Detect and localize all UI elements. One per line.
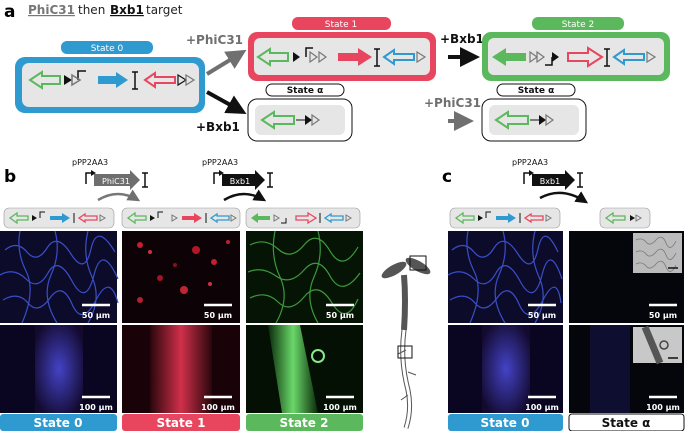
scalebar-label-6: 100 µm xyxy=(323,403,357,412)
scalebar-label-8: 50 µm xyxy=(649,311,677,320)
gfp-reverse-icon xyxy=(28,70,61,90)
state1-label: State 1 xyxy=(325,20,357,30)
promoter-label-3: pPP2AA3 xyxy=(512,158,548,167)
header-bxb1: Bxb1 xyxy=(110,3,144,17)
bxb1-arrow xyxy=(206,90,247,114)
phic31-gene-label: PhiC31 xyxy=(102,177,130,186)
state-alpha-label-1: State α xyxy=(287,86,324,96)
state0-bar-b xyxy=(0,414,117,431)
bxb1-gene-label-1: Bxb1 xyxy=(230,177,250,186)
state0-bar-label-c: State 0 xyxy=(481,416,530,430)
bxb1-arrow-label: +Bxb1 xyxy=(196,120,240,134)
state-alpha-box-1: State α xyxy=(247,83,353,142)
state0-bar-c xyxy=(448,414,563,431)
confocal-state2-b: 50 µm xyxy=(246,230,363,324)
state0-box: State 0 xyxy=(15,41,205,113)
scalebar-label-5: 100 µm xyxy=(201,403,235,412)
mini-construct-state2-b xyxy=(245,207,361,229)
state2-box: State 2 xyxy=(482,17,670,81)
scalebar-label-2: 50 µm xyxy=(204,311,232,320)
scalebar-label-3: 50 µm xyxy=(326,311,354,320)
state2-bar-b xyxy=(246,414,363,431)
header-phic31: PhiC31 xyxy=(28,3,75,17)
promoter-label-2: pPP2AA3 xyxy=(202,158,238,167)
header-target: target xyxy=(146,3,183,17)
scalebar-label-1: 50 µm xyxy=(82,311,110,320)
state1-bar-label-b: State 1 xyxy=(157,416,206,430)
bxb1-cassette-2: pPP2AA3 Bxb1 xyxy=(512,158,589,204)
phic31-arrow-label: +PhiC31 xyxy=(186,33,243,47)
state-alpha-box-2: State α xyxy=(481,83,587,142)
state1-bar-b xyxy=(122,414,240,431)
mini-construct-state1-b xyxy=(121,207,241,229)
confocal-state0-b: 50 µm xyxy=(0,230,119,324)
phic31-cassette: pPP2AA3 PhiC31 xyxy=(72,158,148,202)
bxb1-gene-label-2: Bxb1 xyxy=(540,177,560,186)
panel-label-b: b xyxy=(4,167,16,187)
confocal-state1-b: 50 µm xyxy=(122,231,240,323)
alpha-bar-c xyxy=(568,413,685,431)
state1-box: State 1 xyxy=(248,17,436,81)
phic31-arrow-label-2: +PhiC31 xyxy=(424,96,481,110)
state0-label: State 0 xyxy=(91,44,124,54)
root-state2-b: 100 µm xyxy=(246,325,363,413)
scalebar-label-4: 100 µm xyxy=(79,403,113,412)
mini-construct-alpha-c xyxy=(599,207,651,229)
bxb1-cassette-1: pPP2AA3 Bxb1 xyxy=(202,158,273,202)
bxb1-arrow-label-2: +Bxb1 xyxy=(440,32,484,46)
promoter-label-1: pPP2AA3 xyxy=(72,158,108,167)
header-then: then xyxy=(78,3,105,17)
phic31-arrow xyxy=(205,49,247,76)
root-alpha-c: 100 µm xyxy=(569,325,684,413)
seedling-illustration xyxy=(381,255,431,429)
bfp-forward-icon xyxy=(98,72,128,88)
root-state0-c: 100 µm xyxy=(448,325,563,413)
mini-construct-state0-b xyxy=(3,207,115,229)
confocal-state0-c: 50 µm xyxy=(447,230,563,324)
alpha-bar-label-c: State α xyxy=(602,416,651,430)
scalebar-label-9: 100 µm xyxy=(525,403,559,412)
panel-label-a: a xyxy=(4,2,15,22)
state-alpha-label-2: State α xyxy=(518,86,555,96)
root-state0-b: 100 µm xyxy=(0,325,117,413)
mini-construct-state0-c xyxy=(449,207,561,229)
state0-bar-label-b: State 0 xyxy=(34,416,83,430)
scalebar-label-7: 50 µm xyxy=(528,311,556,320)
state2-label: State 2 xyxy=(562,20,594,30)
state2-bar-label-b: State 2 xyxy=(280,416,329,430)
panel-label-c: c xyxy=(442,167,452,187)
scalebar-label-10: 100 µm xyxy=(646,403,680,412)
confocal-alpha-c: 50 µm xyxy=(569,231,684,323)
root-state1-b: 100 µm xyxy=(122,325,240,413)
rfp-reverse-icon xyxy=(143,71,176,89)
